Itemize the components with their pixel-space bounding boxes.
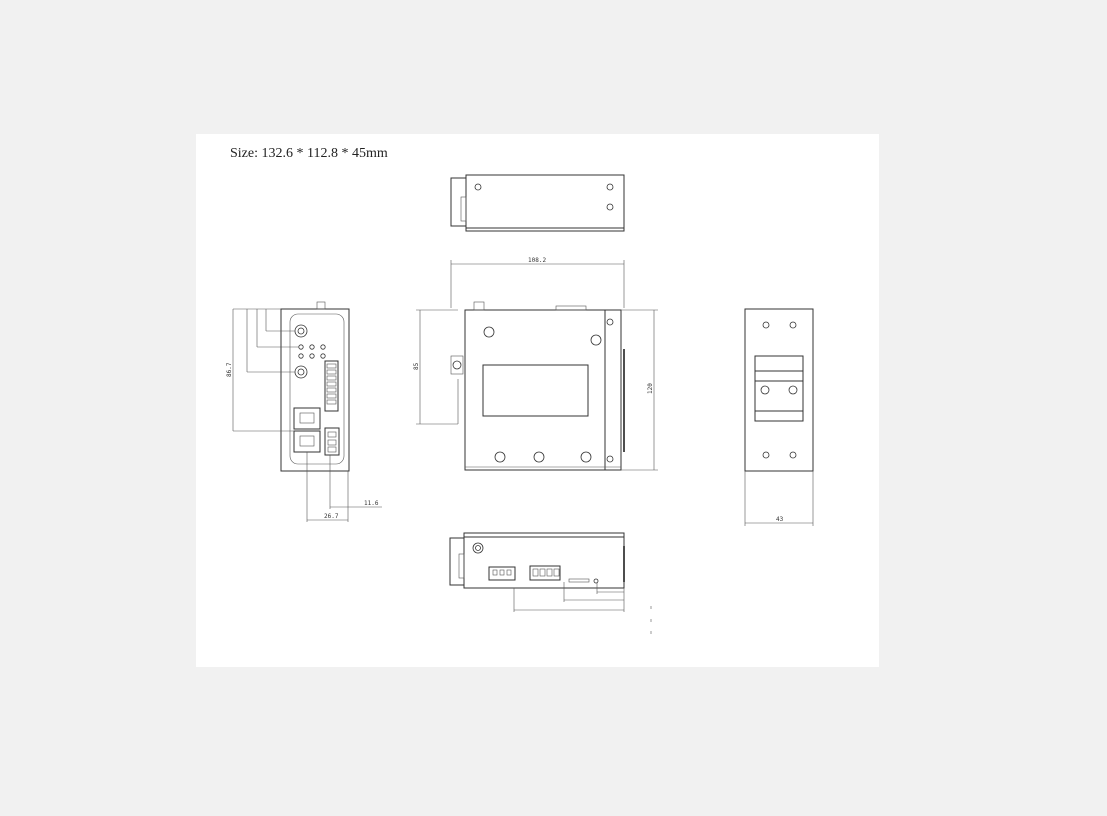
led-indicators [298, 344, 326, 359]
side-view: 108.2 [413, 257, 658, 471]
dim-side-height-right: 120 [647, 383, 654, 394]
size-label: Size: 132.6 * 112.8 * 45mm [230, 146, 388, 161]
drawing-sheet: Size: 132.6 * 112.8 * 45mm 108.2 [196, 134, 879, 667]
dim-front-offset: 11.6 [364, 500, 379, 507]
technical-drawing: 108.2 [226, 174, 814, 634]
rear-view: 43 [744, 308, 814, 526]
dim-front-width: 26.7 [324, 513, 339, 520]
dim-rear-width: 43 [776, 516, 784, 523]
dim-side-width: 108.2 [528, 257, 546, 264]
top-view [450, 174, 625, 232]
bottom-view [449, 532, 652, 634]
front-view: 86.7 26.7 11.6 [226, 301, 382, 522]
terminal-pins [326, 363, 337, 405]
dim-front-height: 86.7 [226, 362, 233, 377]
dim-side-height-left: 85 [413, 362, 420, 370]
